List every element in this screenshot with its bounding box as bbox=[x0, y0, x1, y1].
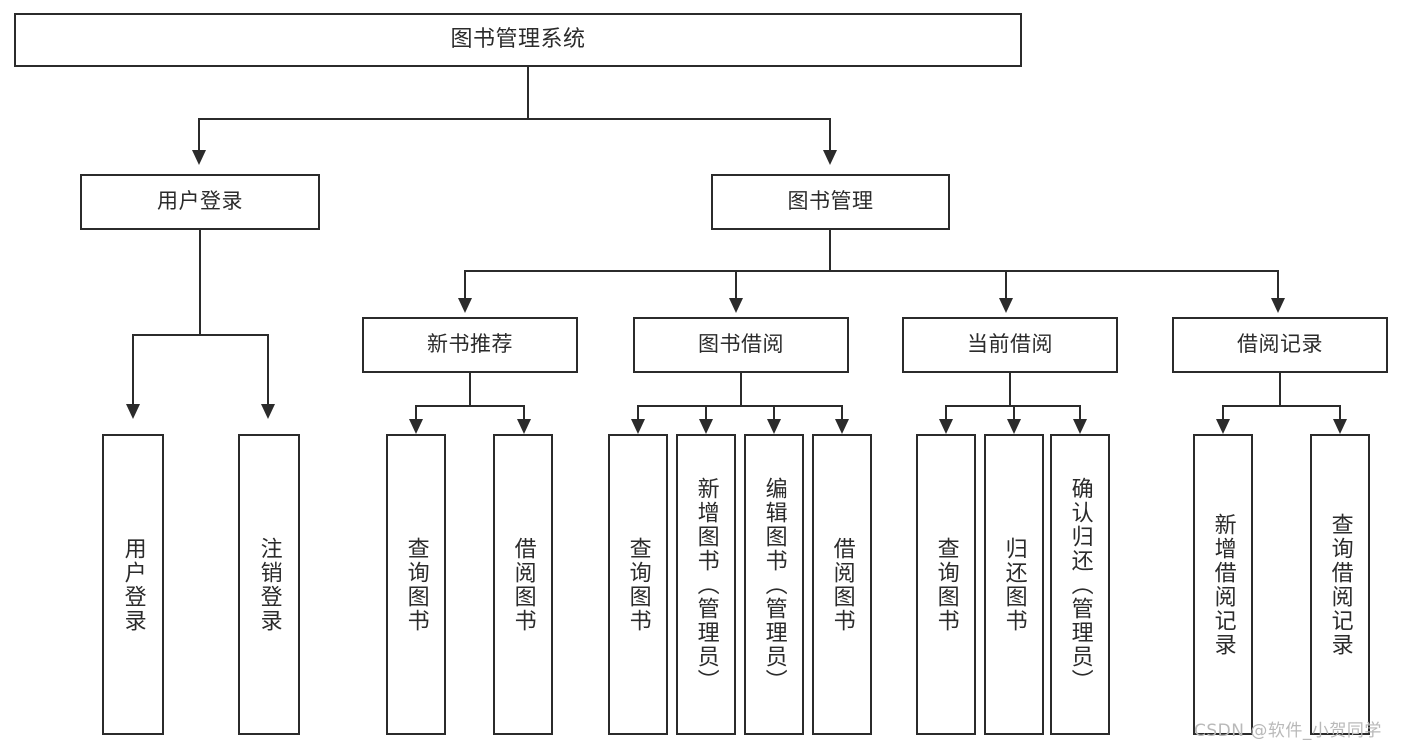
node-label: 编辑图书（管理员） bbox=[761, 476, 787, 693]
node-current-borrow[interactable]: 当前借阅 bbox=[902, 317, 1118, 373]
arrowhead-book-borrow-child-3 bbox=[767, 419, 781, 434]
node-label: 确认归还（管理员） bbox=[1067, 476, 1093, 693]
node-label: 图书管理系统 bbox=[450, 26, 586, 52]
connector-book-borrow-stem bbox=[740, 373, 742, 406]
node-label: 用户登录 bbox=[157, 189, 243, 214]
connector-user-login-bus bbox=[132, 334, 269, 336]
node-label: 当前借阅 bbox=[967, 332, 1053, 357]
connector-user-login-child-2 bbox=[267, 334, 269, 406]
arrowhead-new-book-child-1 bbox=[409, 419, 423, 434]
connector-borrow-record-child-2 bbox=[1339, 405, 1341, 421]
arrowhead-new-book-recommend bbox=[458, 298, 472, 313]
node-label: 注销登录 bbox=[256, 536, 282, 633]
connector-root-to-book-management bbox=[829, 118, 831, 153]
node-label: 借阅图书 bbox=[510, 536, 536, 633]
connector-book-management-stem bbox=[829, 230, 831, 271]
leaf-user-login-login[interactable]: 用户登录 bbox=[102, 434, 164, 735]
connector-new-book-child-1 bbox=[415, 405, 417, 421]
arrowhead-borrow-record bbox=[1271, 298, 1285, 313]
connector-current-borrow-stem bbox=[1009, 373, 1011, 406]
connector-root-bus bbox=[198, 118, 831, 120]
leaf-book-borrow-edit-book-admin[interactable]: 编辑图书（管理员） bbox=[744, 434, 804, 735]
node-user-login[interactable]: 用户登录 bbox=[80, 174, 320, 230]
connector-book-borrow-child-1 bbox=[637, 405, 639, 421]
node-label: 查询借阅记录 bbox=[1327, 512, 1353, 657]
node-label: 查询图书 bbox=[933, 536, 959, 633]
node-label: 查询图书 bbox=[403, 536, 429, 633]
node-new-book-recommend[interactable]: 新书推荐 bbox=[362, 317, 578, 373]
arrowhead-borrow-record-child-2 bbox=[1333, 419, 1347, 434]
connector-new-book-bus bbox=[415, 405, 525, 407]
arrowhead-book-borrow-child-2 bbox=[699, 419, 713, 434]
arrowhead-book-management bbox=[823, 150, 837, 165]
connector-book-borrow-child-3 bbox=[773, 405, 775, 421]
connector-book-management-bus bbox=[464, 270, 1279, 272]
leaf-borrow-record-add-record[interactable]: 新增借阅记录 bbox=[1193, 434, 1253, 735]
leaf-current-borrow-confirm-return-admin[interactable]: 确认归还（管理员） bbox=[1050, 434, 1110, 735]
connector-book-borrow-bus bbox=[637, 405, 843, 407]
node-label: 新增图书（管理员） bbox=[693, 476, 719, 693]
node-label: 图书管理 bbox=[787, 189, 874, 214]
connector-root-stem bbox=[527, 67, 529, 119]
arrowhead-current-borrow-child-3 bbox=[1073, 419, 1087, 434]
leaf-borrow-record-query-record[interactable]: 查询借阅记录 bbox=[1310, 434, 1370, 735]
connector-user-login-child-1 bbox=[132, 334, 134, 406]
leaf-new-book-borrow-book[interactable]: 借阅图书 bbox=[493, 434, 553, 735]
leaf-new-book-query-book[interactable]: 查询图书 bbox=[386, 434, 446, 735]
connector-bm-to-book-borrow bbox=[735, 270, 737, 300]
leaf-book-borrow-query-book[interactable]: 查询图书 bbox=[608, 434, 668, 735]
arrowhead-new-book-child-2 bbox=[517, 419, 531, 434]
arrowhead-user-login-child-2 bbox=[261, 404, 275, 419]
connector-current-borrow-child-1 bbox=[945, 405, 947, 421]
arrowhead-current-borrow-child-2 bbox=[1007, 419, 1021, 434]
node-label: 新增借阅记录 bbox=[1210, 512, 1236, 657]
connector-bm-to-borrow-record bbox=[1277, 270, 1279, 300]
node-label: 查询图书 bbox=[625, 536, 651, 633]
node-label: 归还图书 bbox=[1001, 536, 1027, 633]
connector-new-book-stem bbox=[469, 373, 471, 406]
arrowhead-current-borrow bbox=[999, 298, 1013, 313]
connector-borrow-record-bus bbox=[1222, 405, 1341, 407]
node-borrow-record[interactable]: 借阅记录 bbox=[1172, 317, 1388, 373]
connector-book-borrow-child-4 bbox=[841, 405, 843, 421]
arrowhead-user-login-child-1 bbox=[126, 404, 140, 419]
connector-user-login-stem bbox=[199, 230, 201, 335]
connector-borrow-record-stem bbox=[1279, 373, 1281, 406]
node-label: 借阅图书 bbox=[829, 536, 855, 633]
connector-new-book-child-2 bbox=[523, 405, 525, 421]
connector-bm-to-new-book bbox=[464, 270, 466, 300]
leaf-user-login-logout[interactable]: 注销登录 bbox=[238, 434, 300, 735]
node-book-management[interactable]: 图书管理 bbox=[711, 174, 950, 230]
node-label: 用户登录 bbox=[120, 536, 146, 633]
leaf-current-borrow-query-book[interactable]: 查询图书 bbox=[916, 434, 976, 735]
arrowhead-current-borrow-child-1 bbox=[939, 419, 953, 434]
leaf-book-borrow-add-book-admin[interactable]: 新增图书（管理员） bbox=[676, 434, 736, 735]
arrowhead-book-borrow bbox=[729, 298, 743, 313]
connector-book-borrow-child-2 bbox=[705, 405, 707, 421]
node-book-borrow[interactable]: 图书借阅 bbox=[633, 317, 849, 373]
connector-current-borrow-child-3 bbox=[1079, 405, 1081, 421]
connector-current-borrow-child-2 bbox=[1013, 405, 1015, 421]
connector-root-to-user-login bbox=[198, 118, 200, 153]
node-root-book-management-system[interactable]: 图书管理系统 bbox=[14, 13, 1022, 67]
connector-bm-to-current-borrow bbox=[1005, 270, 1007, 300]
connector-borrow-record-child-1 bbox=[1222, 405, 1224, 421]
leaf-current-borrow-return-book[interactable]: 归还图书 bbox=[984, 434, 1044, 735]
arrowhead-user-login bbox=[192, 150, 206, 165]
node-label: 借阅记录 bbox=[1237, 332, 1323, 357]
node-label: 新书推荐 bbox=[427, 332, 513, 357]
arrowhead-borrow-record-child-1 bbox=[1216, 419, 1230, 434]
node-label: 图书借阅 bbox=[698, 332, 784, 357]
leaf-book-borrow-borrow-book[interactable]: 借阅图书 bbox=[812, 434, 872, 735]
arrowhead-book-borrow-child-4 bbox=[835, 419, 849, 434]
arrowhead-book-borrow-child-1 bbox=[631, 419, 645, 434]
